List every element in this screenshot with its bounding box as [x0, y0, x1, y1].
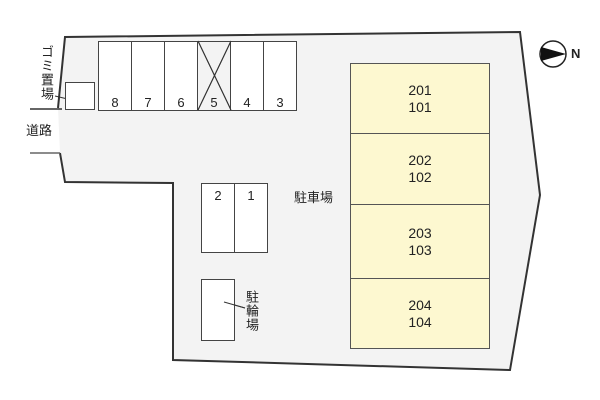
- slot-number: 2: [214, 188, 222, 203]
- unit-upper-number: 203: [408, 224, 432, 241]
- parking-slot: 6: [164, 41, 198, 111]
- parking-slot-unavailable: 5: [197, 41, 231, 111]
- unit-lower-number: 104: [408, 313, 432, 330]
- bicycle-label: 駐輪場: [244, 290, 259, 332]
- parking-slot: 1: [234, 183, 268, 253]
- road-label: 道路: [26, 123, 53, 138]
- unit-lower-number: 101: [408, 98, 432, 115]
- unit-block: 201 101: [350, 63, 490, 134]
- unit-upper-number: 204: [408, 296, 432, 313]
- slot-number: 4: [243, 95, 251, 110]
- parking-slot: 3: [263, 41, 297, 111]
- unit-block: 202 102: [350, 133, 490, 205]
- slot-number: 7: [144, 95, 152, 110]
- unit-upper-number: 201: [408, 81, 432, 98]
- parking-slot: 2: [201, 183, 235, 253]
- north-compass: N: [537, 40, 587, 75]
- slot-number: 6: [177, 95, 185, 110]
- unit-block: 203 103: [350, 204, 490, 279]
- parking-slot: 4: [230, 41, 264, 111]
- slot-number: 1: [247, 188, 255, 203]
- slot-number: 5: [210, 95, 218, 110]
- unit-upper-number: 202: [408, 152, 432, 168]
- compass-letter: N: [571, 46, 581, 61]
- parking-slot: 8: [98, 41, 132, 111]
- unit-block: 204 104: [350, 278, 490, 349]
- parking-slot: 7: [131, 41, 165, 111]
- unit-lower-number: 102: [408, 169, 432, 185]
- garbage-area: [65, 82, 95, 110]
- bicycle-parking-area: [201, 279, 235, 341]
- garbage-label: ゴミ置場: [39, 45, 54, 101]
- unit-lower-number: 103: [408, 241, 432, 258]
- compass-arrow-icon: [539, 40, 567, 68]
- parking-label: 駐車場: [294, 190, 334, 205]
- slot-number: 8: [111, 95, 119, 110]
- slot-number: 3: [276, 95, 284, 110]
